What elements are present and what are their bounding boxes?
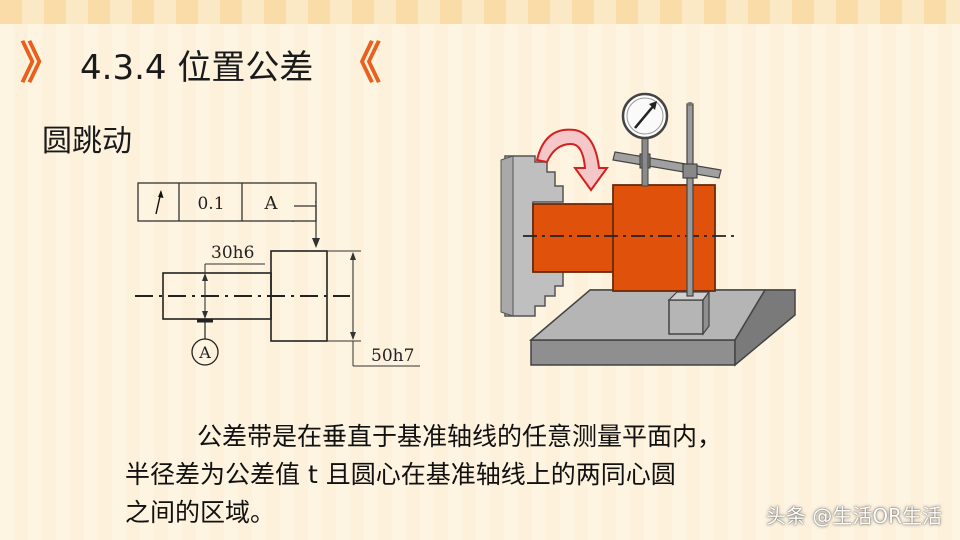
tolerance-value: 0.1 — [197, 194, 224, 214]
left-chevron-icon: 》 — [20, 38, 64, 89]
watermark: 头条 @生活OR生活 — [766, 504, 942, 528]
circular-runout-arrow-icon — [155, 190, 164, 215]
leader-line — [294, 205, 317, 240]
runout-measurement-illustration — [500, 92, 797, 367]
tolerance-drawing: 0.1 A 30h6 50h7 A — [135, 182, 420, 367]
section-subtitle: 圆跳动 — [42, 124, 132, 159]
dimension-50h7: 50h7 — [371, 346, 414, 366]
dial-indicator-icon — [621, 92, 669, 140]
small-shaft-workpiece — [532, 203, 618, 273]
datum-label: A — [198, 343, 211, 362]
top-decorative-strip — [0, 0, 960, 24]
datum-reference: A — [264, 193, 279, 214]
rotation-arrow-icon — [535, 128, 609, 192]
description-text: 公差带是在垂直于基准轴线的任意测量平面内， 半径差为公差值 t 且圆心在基准轴线… — [125, 418, 885, 532]
description-line-3: 之间的区域。 — [125, 498, 276, 527]
page-title: 4.3.4 位置公差 — [80, 47, 314, 88]
right-chevron-icon: 《 — [337, 38, 381, 89]
large-shaft-workpiece — [612, 184, 716, 292]
description-line-2: 半径差为公差值 t 且圆心在基准轴线上的两同心圆 — [125, 460, 676, 489]
dimension-30h6: 30h6 — [211, 243, 254, 263]
feature-control-frame: 0.1 A — [137, 182, 317, 222]
datum-circle — [191, 338, 219, 366]
description-line-1: 公差带是在垂直于基准轴线的任意测量平面内， — [197, 422, 723, 451]
surface-plate — [528, 289, 797, 367]
title-row: 》 4.3.4 位置公差 《 — [20, 36, 381, 92]
